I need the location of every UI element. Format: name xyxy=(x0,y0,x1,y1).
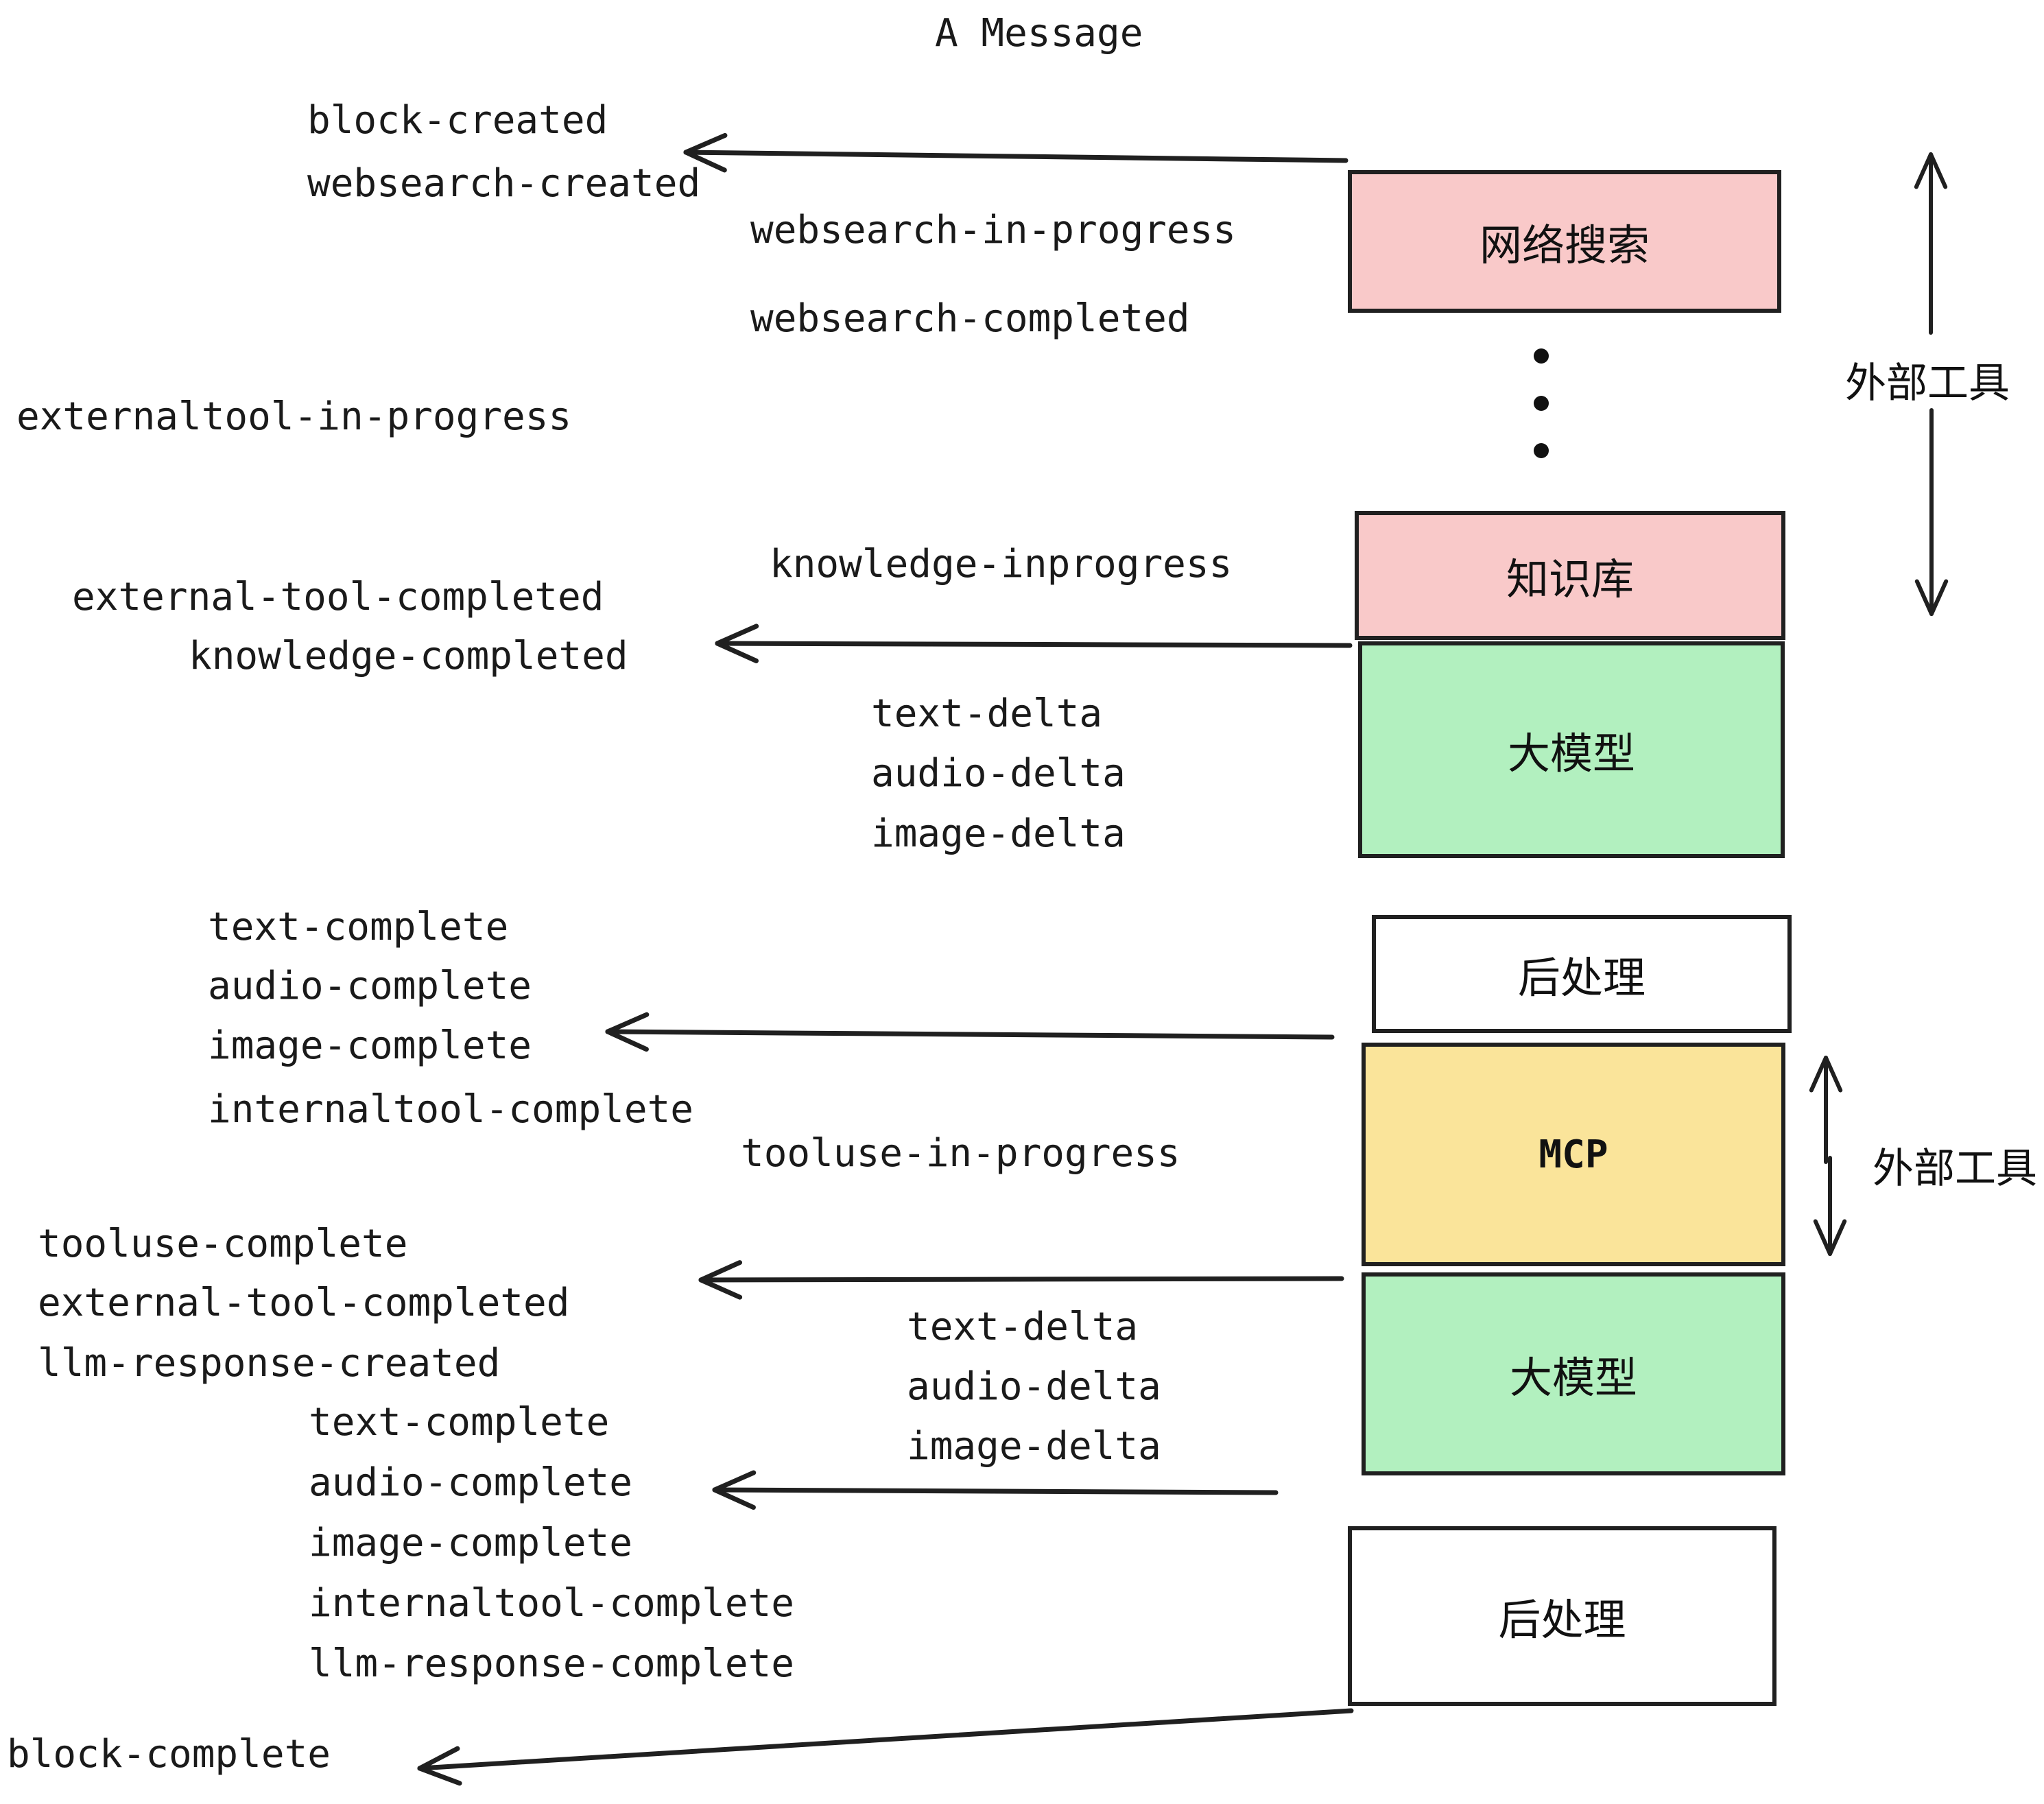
event-label-text-delta-1: text-delta xyxy=(871,691,1103,736)
ellipsis-dot xyxy=(1534,396,1549,411)
event-label-audio-complete-2: audio-complete xyxy=(309,1460,633,1505)
event-label-block-created: block-created xyxy=(307,98,608,143)
arrow-tooluse-complete xyxy=(698,1260,1344,1300)
event-label-external-tool-completed-2: external-tool-completed xyxy=(38,1281,570,1325)
ext-tool-up-bottom xyxy=(1809,1056,1843,1164)
event-label-llm-response-created: llm-response-created xyxy=(38,1341,501,1386)
event-label-text-complete-2: text-complete xyxy=(309,1400,610,1445)
ellipsis-dot xyxy=(1534,443,1549,458)
event-label-audio-delta-1: audio-delta xyxy=(871,751,1126,796)
event-label-text-complete-1: text-complete xyxy=(208,905,509,949)
arrow-audio-complete xyxy=(712,1470,1279,1510)
ext-tool-down-top xyxy=(1914,408,1949,616)
event-label-image-delta-1: image-delta xyxy=(871,811,1126,856)
event-label-image-complete-1: image-complete xyxy=(208,1023,532,1068)
side-label-external-tool-top: 外部工具 xyxy=(1845,359,2010,407)
node-box-label: MCP xyxy=(1538,1132,1608,1177)
vertical-ellipsis-icon xyxy=(1534,348,1549,458)
ext-tool-up-top xyxy=(1914,152,1948,335)
event-label-websearch-in-progress: websearch-in-progress xyxy=(750,208,1237,252)
event-label-websearch-created: websearch-created xyxy=(307,161,701,206)
node-box-label: 后处理 xyxy=(1517,953,1645,1003)
event-label-tooluse-complete: tooluse-complete xyxy=(38,1222,408,1266)
node-box-label: 网络搜索 xyxy=(1479,220,1650,270)
node-box-label: 后处理 xyxy=(1498,1595,1626,1645)
ext-tool-down-bottom xyxy=(1813,1156,1847,1256)
node-box-label: 知识库 xyxy=(1506,554,1634,604)
event-label-audio-complete-1: audio-complete xyxy=(208,964,532,1008)
node-box-llm-2: 大模型 xyxy=(1362,1272,1785,1475)
event-label-llm-response-complete: llm-response-complete xyxy=(309,1641,795,1686)
arrow-block-created xyxy=(683,132,1348,173)
event-label-tooluse-in-progress: tooluse-in-progress xyxy=(741,1131,1180,1176)
node-box-llm-1: 大模型 xyxy=(1358,641,1785,858)
event-label-image-delta-2: image-delta xyxy=(907,1424,1161,1469)
event-label-internaltool-complete-2: internaltool-complete xyxy=(309,1581,795,1626)
arrow-knowledge-done xyxy=(715,624,1353,663)
node-box-websearch: 网络搜索 xyxy=(1348,170,1781,313)
node-box-knowledge: 知识库 xyxy=(1355,511,1785,640)
event-label-knowledge-inprogress: knowledge-inprogress xyxy=(770,542,1233,586)
event-label-internaltool-complete-1: internaltool-complete xyxy=(208,1087,694,1132)
side-label-external-tool-bottom: 外部工具 xyxy=(1873,1145,2037,1193)
event-label-knowledge-completed: knowledge-completed xyxy=(189,634,628,678)
node-box-label: 大模型 xyxy=(1507,728,1635,779)
event-label-block-complete: block-complete xyxy=(7,1732,331,1777)
event-label-external-tool-completed-1: external-tool-completed xyxy=(72,575,604,619)
node-box-postproc-1: 后处理 xyxy=(1372,915,1792,1033)
node-box-mcp: MCP xyxy=(1362,1043,1785,1266)
event-label-externaltool-in-progress: externaltool-in-progress xyxy=(16,394,572,439)
event-label-text-delta-2: text-delta xyxy=(907,1305,1139,1349)
node-box-label: 大模型 xyxy=(1509,1353,1637,1403)
node-box-postproc-2: 后处理 xyxy=(1348,1526,1776,1706)
arrow-image-complete xyxy=(605,1012,1335,1052)
event-label-image-complete-2: image-complete xyxy=(309,1521,633,1565)
arrow-block-complete xyxy=(417,1708,1354,1786)
event-label-websearch-completed: websearch-completed xyxy=(750,296,1190,341)
page-title: A Message xyxy=(935,11,1143,56)
event-label-audio-delta-2: audio-delta xyxy=(907,1364,1161,1409)
ellipsis-dot xyxy=(1534,348,1549,364)
